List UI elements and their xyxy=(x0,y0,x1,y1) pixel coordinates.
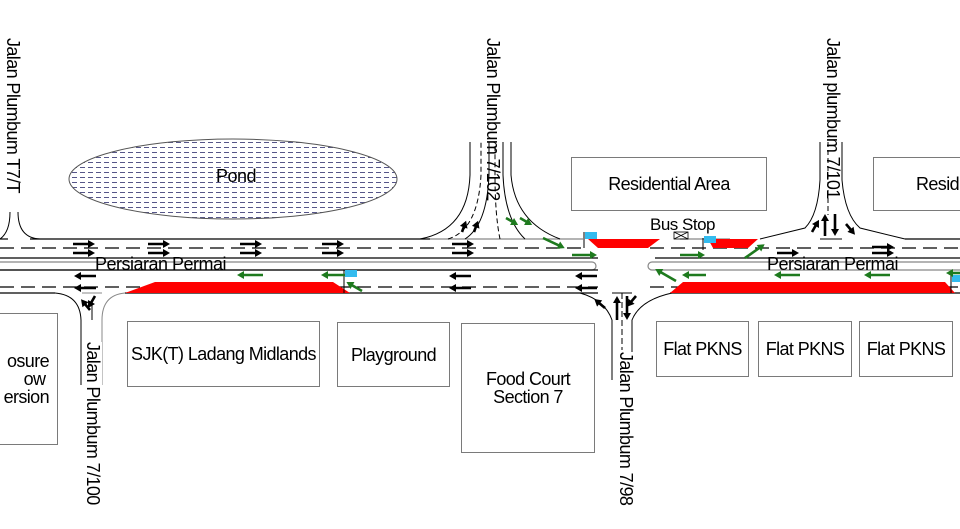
building-flat-pkns-3: Flat PKNS xyxy=(859,321,953,377)
turn-arrow-icon xyxy=(81,299,91,311)
closure-zone-west xyxy=(125,282,350,293)
flag-icon xyxy=(343,270,357,293)
flag-icon xyxy=(950,275,960,293)
westbound-arrow-icon xyxy=(575,284,597,292)
diversion-arrow-icon xyxy=(237,271,263,279)
side-road-7-100 xyxy=(54,292,126,385)
diversion-arrow-icon xyxy=(682,271,706,279)
westbound-arrow-icon xyxy=(449,272,471,280)
eastbound-arrow-icon xyxy=(452,240,474,248)
turn-arrow-icon xyxy=(845,223,855,235)
pond xyxy=(68,138,398,220)
diversion-arrow-icon xyxy=(774,271,800,279)
diversion-arrow-icon xyxy=(572,251,597,259)
eastbound-arrow-icon xyxy=(148,240,170,248)
road-label-7-101: Jalan plumbum 7/101 xyxy=(823,38,843,199)
closure-zones xyxy=(125,239,955,293)
westbound-arrow-icon xyxy=(74,284,96,292)
turn-arrow-icon xyxy=(88,295,97,309)
turn-arrow-icon xyxy=(627,295,637,307)
flag-icon xyxy=(702,236,716,250)
road-label-7-102: Jalan Plumbum 7/102 xyxy=(483,38,503,201)
turn-arrow-icon xyxy=(459,220,468,233)
eastbound-arrow-icon xyxy=(777,249,799,257)
diversion-arrow-icon xyxy=(505,216,519,225)
eastbound-arrow-icon xyxy=(240,240,262,248)
northbound-arrow-icon xyxy=(821,214,829,236)
diversion-arrow-icon xyxy=(542,236,565,249)
flag-icon xyxy=(583,232,597,248)
building-food-court: Food Court Section 7 xyxy=(461,323,595,453)
closure-zone-busstop-1 xyxy=(588,239,660,248)
diversion-arrow-icon xyxy=(321,271,345,279)
main-road-label-west: Persiaran Permai xyxy=(95,254,227,274)
diversion-arrow-icon xyxy=(519,216,533,225)
westbound-arrow-icon xyxy=(74,272,96,280)
diversion-arrows xyxy=(237,216,960,293)
turn-arrow-icon xyxy=(810,219,819,233)
main-road-label-east: Persiaran Permai xyxy=(767,254,899,274)
eastbound-arrow-icon xyxy=(73,249,95,257)
eastbound-arrow-icon xyxy=(148,249,170,257)
turn-arrow-icon xyxy=(594,299,606,309)
building-flat-pkns-2: Flat PKNS xyxy=(758,321,852,377)
eastbound-arrow-icon xyxy=(452,249,474,257)
diversion-arrow-icon xyxy=(946,269,960,277)
building-closure-flow-diversion: osure ow ersion xyxy=(0,313,58,445)
side-road-7-101 xyxy=(759,142,906,240)
flags xyxy=(343,232,960,293)
eastbound-arrow-icon xyxy=(73,240,95,248)
road-label-7-100: Jalan Plumbum 7/100 xyxy=(83,342,103,505)
traffic-arrows xyxy=(73,214,894,320)
eastbound-arrow-icon xyxy=(322,240,344,248)
side-road-7-102 xyxy=(419,142,561,240)
building-sjkt-ladang-midlands: SJK(T) Ladang Midlands xyxy=(127,321,320,387)
building-residential-area: Residential Area xyxy=(571,157,767,211)
side-road-t7t xyxy=(0,211,41,240)
diversion-arrow-icon xyxy=(346,282,363,293)
westbound-arrow-icon xyxy=(449,284,471,292)
turn-arrow-icon xyxy=(471,220,480,233)
building-playground: Playground xyxy=(337,322,450,387)
closure-zone-busstop-2 xyxy=(708,239,758,248)
building-flat-pkns-1: Flat PKNS xyxy=(656,321,749,377)
northbound-arrow-icon xyxy=(613,296,621,320)
building-residential-area-east: Resid xyxy=(873,157,960,211)
diversion-arrow-icon xyxy=(744,244,765,260)
bus-stop-label: Bus Stop xyxy=(650,215,716,234)
eastbound-arrow-icon xyxy=(872,243,894,251)
diversion-arrow-icon xyxy=(864,271,890,279)
diversion-arrow-icon xyxy=(655,269,677,283)
bus-stop-shelter xyxy=(673,231,689,240)
closure-zone-east xyxy=(670,282,955,293)
southbound-arrow-icon xyxy=(623,296,631,320)
eastbound-arrow-icon xyxy=(240,249,262,257)
southbound-arrow-icon xyxy=(831,214,839,236)
road-label-7-98: Jalan Plumbum 7/98 xyxy=(616,352,636,506)
diversion-arrow-icon xyxy=(680,251,705,259)
westbound-arrow-icon xyxy=(575,272,597,280)
pond-label: Pond xyxy=(216,166,257,186)
road-label-t7t: Jalan Plumbum T7/T xyxy=(3,38,23,193)
eastbound-arrow-icon xyxy=(872,249,894,257)
eastbound-arrow-icon xyxy=(322,249,344,257)
